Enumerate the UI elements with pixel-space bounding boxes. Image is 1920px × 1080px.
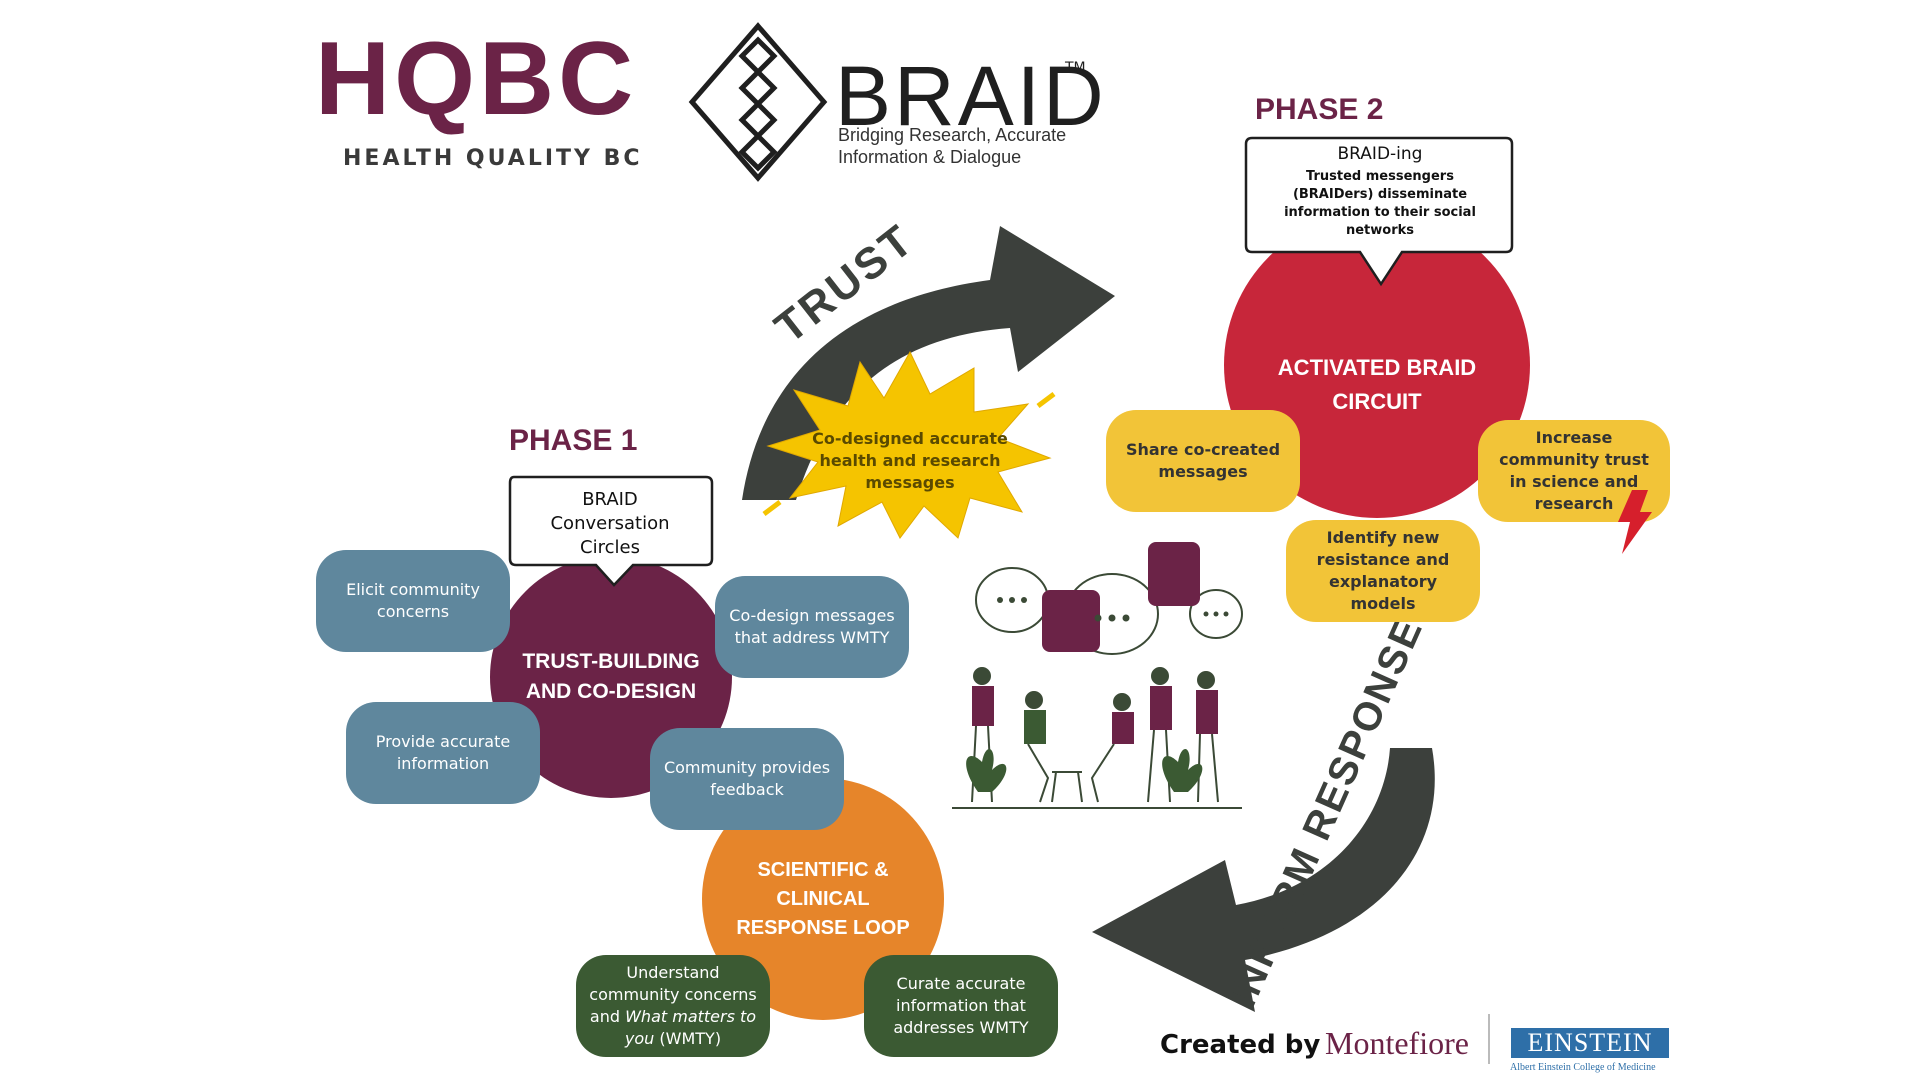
speech-bubble-icon	[1042, 590, 1100, 652]
burst-text: Co-designed accurate health and research…	[812, 429, 1008, 492]
braid-knot-icon	[688, 22, 828, 182]
conversation-circles-bubble-shape	[508, 475, 714, 587]
pill-codesign-messages: Co-design messages that address WMTY	[715, 576, 909, 678]
pill-community-feedback: Community provides feedback	[650, 728, 844, 830]
plant-icons	[966, 748, 1203, 792]
people-conversation-illustration	[952, 542, 1243, 809]
phase-1-label: PHASE 1	[509, 424, 638, 457]
pill-understand-concerns: Understand community concerns and What m…	[576, 955, 770, 1057]
pill-curate-information: Curate accurate information that address…	[864, 955, 1058, 1057]
pill-provide-information: Provide accurate information	[346, 702, 540, 804]
einstein-logo: EINSTEIN	[1511, 1028, 1669, 1058]
braid-logo-tagline: Bridging Research, Accurate Information …	[838, 125, 1067, 167]
created-by-label: Created by	[1160, 1030, 1321, 1060]
hqbc-logo-subtitle: HEALTH QUALITY BC	[343, 146, 643, 171]
hqbc-logo-text: HQBC	[315, 21, 638, 137]
burst-shape	[762, 350, 1056, 539]
speech-bubble-icon	[1148, 542, 1200, 606]
understand-suffix: (WMTY)	[654, 1029, 722, 1048]
burst-spark-right	[1036, 392, 1056, 408]
braiding-bubble-shape	[1244, 136, 1514, 287]
people-group	[952, 667, 1242, 809]
understand-text: Understand community concerns and	[589, 963, 757, 1026]
burst-spark-left	[762, 500, 782, 516]
pill-elicit-concerns: Elicit community concerns	[316, 550, 510, 652]
logo-divider	[1488, 1014, 1490, 1064]
lightning-bolt-icon	[1618, 490, 1652, 554]
braid-logo-text: BRAID	[835, 49, 1107, 143]
pill-identify-resistance: Identify new resistance and explanatory …	[1286, 520, 1480, 622]
einstein-logo-subtitle: Albert Einstein College of Medicine	[1510, 1062, 1656, 1073]
inform-response-arrow	[1092, 748, 1435, 1012]
trust-arrow	[742, 226, 1115, 500]
montefiore-logo: Montefiore	[1325, 1025, 1469, 1061]
braiding-bubble-title: BRAID-ing	[1337, 144, 1423, 164]
braid-logo-tm: TM	[1065, 60, 1086, 76]
conversation-circles-bubble: BRAID Conversation Circles	[550, 489, 670, 558]
phase-2-label: PHASE 2	[1255, 93, 1384, 126]
pill-share-messages: Share co-created messages	[1106, 410, 1300, 512]
braiding-bubble-body: Trusted messengers (BRAIDers) disseminat…	[1284, 169, 1476, 238]
understand-emphasis: What matters to you	[624, 1007, 757, 1048]
